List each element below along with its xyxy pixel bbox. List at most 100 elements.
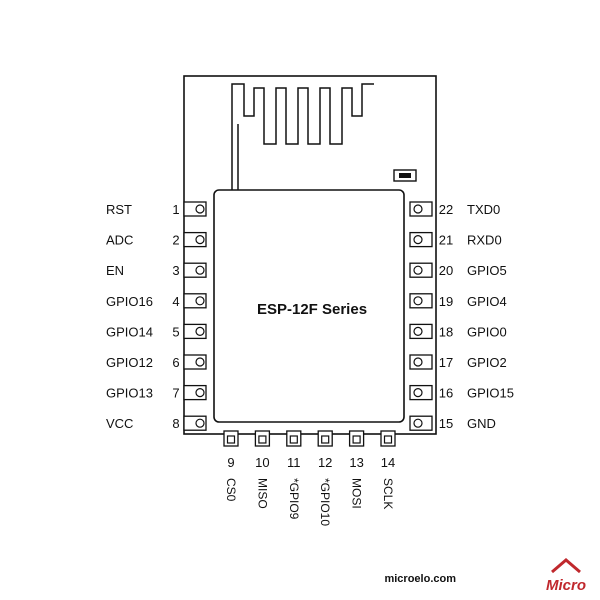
pin-number: 8 (172, 416, 179, 431)
pin-txd0: 22 TXD0 (409, 201, 500, 217)
pcb-antenna-trace (231, 83, 374, 190)
pin-rxd0: 21 RXD0 (409, 231, 502, 248)
pin-hole (413, 326, 423, 336)
right-pin-column: 22 TXD0 21 RXD0 20 GPIO5 19 GPIO4 18 GPIO0 17 GPIO2… (409, 201, 514, 431)
pin-number: 12 (318, 455, 332, 470)
pin-gpio13: GPIO13 7 (106, 384, 207, 401)
brand-logo: Micro (546, 558, 586, 594)
pin-hole (195, 357, 205, 367)
pin-number: 7 (172, 386, 179, 401)
pin-number: 1 (172, 202, 179, 217)
pin-rst: RST 1 (106, 201, 207, 217)
pin-hole (413, 418, 423, 428)
pin-label: GPIO14 (106, 324, 153, 339)
pin-gnd: 15 GND (409, 415, 496, 431)
pin-label: GPIO0 (467, 324, 507, 339)
pin-hole (352, 435, 361, 444)
pin-hole (289, 435, 298, 444)
pin-number: 16 (439, 386, 453, 401)
pin-gpio15: 16 GPIO15 (409, 384, 514, 401)
pin-number: 13 (349, 455, 363, 470)
pin-number: 3 (172, 263, 179, 278)
pin-hole (383, 435, 393, 444)
pin-hole (195, 265, 205, 275)
pin-hole (195, 235, 205, 245)
pin-gpio16: GPIO16 4 (106, 293, 207, 309)
pin-number: 5 (172, 324, 179, 339)
brand-logo-text: Micro (546, 577, 586, 594)
pin-number: 21 (439, 233, 453, 248)
pin-number: 19 (439, 294, 453, 309)
pin-label: MISO (255, 478, 269, 509)
pin-number: 2 (172, 233, 179, 248)
pin-label: ADC (106, 233, 133, 248)
pin-number: 22 (439, 202, 453, 217)
pin-label: *GPIO9 (287, 478, 301, 520)
pin-hole (195, 296, 205, 306)
pin-vcc: VCC 8 (106, 415, 207, 431)
pin-hole (413, 388, 423, 398)
pin-number: 4 (172, 294, 179, 309)
pin-hole (195, 388, 205, 398)
brand-house-icon (551, 558, 581, 574)
pin-hole (226, 435, 236, 444)
pin-gpio14: GPIO14 5 (106, 323, 207, 339)
pin-label: GPIO4 (467, 294, 507, 309)
pin-label: SCLK (381, 478, 395, 509)
pin-label: RST (106, 202, 132, 217)
pin-label: GND (467, 416, 496, 431)
pin-number: 9 (227, 455, 234, 470)
pin-label: RXD0 (467, 233, 502, 248)
pin-hole (413, 204, 423, 214)
pin-label: CS0 (224, 478, 238, 502)
pin-number: 14 (381, 455, 395, 470)
pin-number: 17 (439, 355, 453, 370)
pin-hole (413, 235, 423, 245)
pin-label: GPIO13 (106, 386, 153, 401)
pin-gpio10: 12 *GPIO10 (317, 430, 333, 526)
pin-number: 15 (439, 416, 453, 431)
pin-hole (258, 435, 267, 444)
pin-gpio9: 11 *GPIO9 (286, 430, 302, 520)
pin-hole (195, 326, 205, 336)
smd-component-pad (399, 173, 411, 178)
pin-label: GPIO2 (467, 355, 507, 370)
pin-number: 6 (172, 355, 179, 370)
pin-number: 20 (439, 263, 453, 278)
pin-gpio5: 20 GPIO5 (409, 262, 507, 278)
pin-label: EN (106, 263, 124, 278)
pin-hole (195, 204, 205, 214)
pin-label: GPIO15 (467, 386, 514, 401)
pin-hole (195, 418, 205, 428)
pin-gpio2: 17 GPIO2 (409, 354, 507, 370)
pin-number: 10 (255, 455, 269, 470)
pin-label: GPIO5 (467, 263, 507, 278)
module-title: ESP-12F Series (257, 301, 367, 318)
pin-label: GPIO12 (106, 355, 153, 370)
pin-adc: ADC 2 (106, 231, 207, 248)
pin-label: MOSI (350, 478, 364, 509)
pin-label: TXD0 (467, 202, 500, 217)
pin-hole (321, 435, 330, 444)
pin-hole (413, 357, 423, 367)
pin-number: 18 (439, 324, 453, 339)
pin-hole (413, 265, 423, 275)
pin-number: 11 (287, 455, 301, 470)
pin-en: EN 3 (106, 262, 207, 278)
pin-hole (413, 296, 423, 306)
pin-label: GPIO16 (106, 294, 153, 309)
pin-label: *GPIO10 (318, 478, 332, 526)
pin-gpio4: 19 GPIO4 (409, 293, 507, 309)
pin-label: VCC (106, 416, 133, 431)
pin-gpio12: GPIO12 6 (106, 354, 207, 370)
shield-can (213, 189, 405, 423)
watermark-site-text: microelo.com (384, 573, 456, 585)
pin-gpio0: 18 GPIO0 (409, 323, 507, 339)
